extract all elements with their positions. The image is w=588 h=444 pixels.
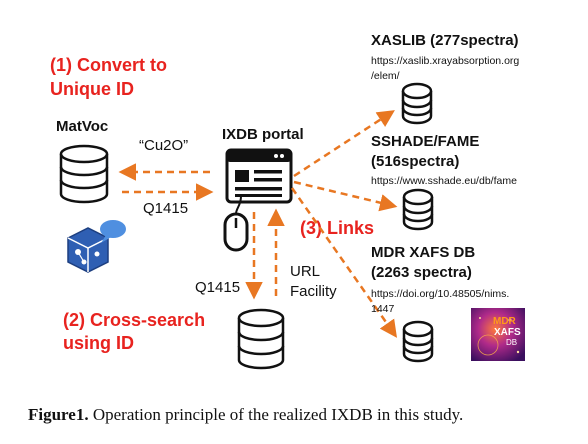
mdr-logo-line2: XAFS bbox=[494, 327, 521, 338]
query-id-top-label: Q1415 bbox=[143, 200, 188, 217]
mdr-database-icon bbox=[402, 320, 434, 363]
xaslib-database-icon bbox=[401, 82, 433, 125]
step-cross-search-label-line1: (2) Cross-search bbox=[63, 310, 205, 330]
matvoc-database-icon bbox=[59, 144, 109, 204]
query-formula-label: “Cu2O” bbox=[139, 137, 188, 154]
sshade-url: https://www.sshade.eu/db/fame bbox=[371, 175, 517, 187]
portal-label: IXDB portal bbox=[222, 126, 304, 143]
mdr-name-line1: MDR XAFS DB bbox=[371, 244, 475, 261]
url-label: URL bbox=[290, 263, 320, 280]
mdr-xafs-logo: MDR XAFS DB bbox=[471, 308, 525, 361]
step-cross-search-label-line2: using ID bbox=[63, 333, 134, 353]
xaslib-name: XASLIB (277spectra) bbox=[371, 32, 519, 49]
figure-caption-bold: Figure1. bbox=[28, 405, 89, 424]
link-arrow-mdr bbox=[290, 187, 398, 338]
browser-window-icon bbox=[225, 148, 293, 204]
link-arrow-sshade bbox=[293, 180, 398, 212]
xaslib-url-line1: https://xaslib.xrayabsorption.org bbox=[371, 55, 519, 67]
mouse-icon bbox=[223, 195, 249, 252]
matvoc-logo-icon bbox=[67, 220, 126, 273]
step-convert-label-line1: (1) Convert to bbox=[50, 55, 167, 75]
mdr-url-line1: https://doi.org/10.48505/nims. bbox=[371, 288, 509, 300]
mdr-name-line2: (2263 spectra) bbox=[371, 264, 472, 281]
facility-label: Facility bbox=[290, 283, 337, 300]
mdr-logo-line3: DB bbox=[506, 338, 517, 347]
step-links-label: (3) Links bbox=[300, 218, 374, 238]
step-convert-label-line2: Unique ID bbox=[50, 79, 134, 99]
figure-caption-text: Operation principle of the realized IXDB… bbox=[89, 405, 464, 424]
figure-caption: Figure1. Operation principle of the real… bbox=[28, 405, 463, 424]
mdr-logo-line1: MDR bbox=[493, 316, 517, 327]
sshade-name-line2: (516spectra) bbox=[371, 153, 459, 170]
xaslib-url-line2: /elem/ bbox=[371, 70, 400, 82]
sshade-name-line1: SSHADE/FAME bbox=[371, 133, 479, 150]
query-id-bottom-label: Q1415 bbox=[195, 279, 240, 296]
link-arrow-xaslib bbox=[293, 110, 395, 178]
search-database-icon bbox=[237, 308, 285, 370]
sshade-database-icon bbox=[402, 188, 434, 231]
matvoc-label: MatVoc bbox=[56, 118, 108, 135]
mdr-url-line2: 1447 bbox=[371, 303, 395, 315]
